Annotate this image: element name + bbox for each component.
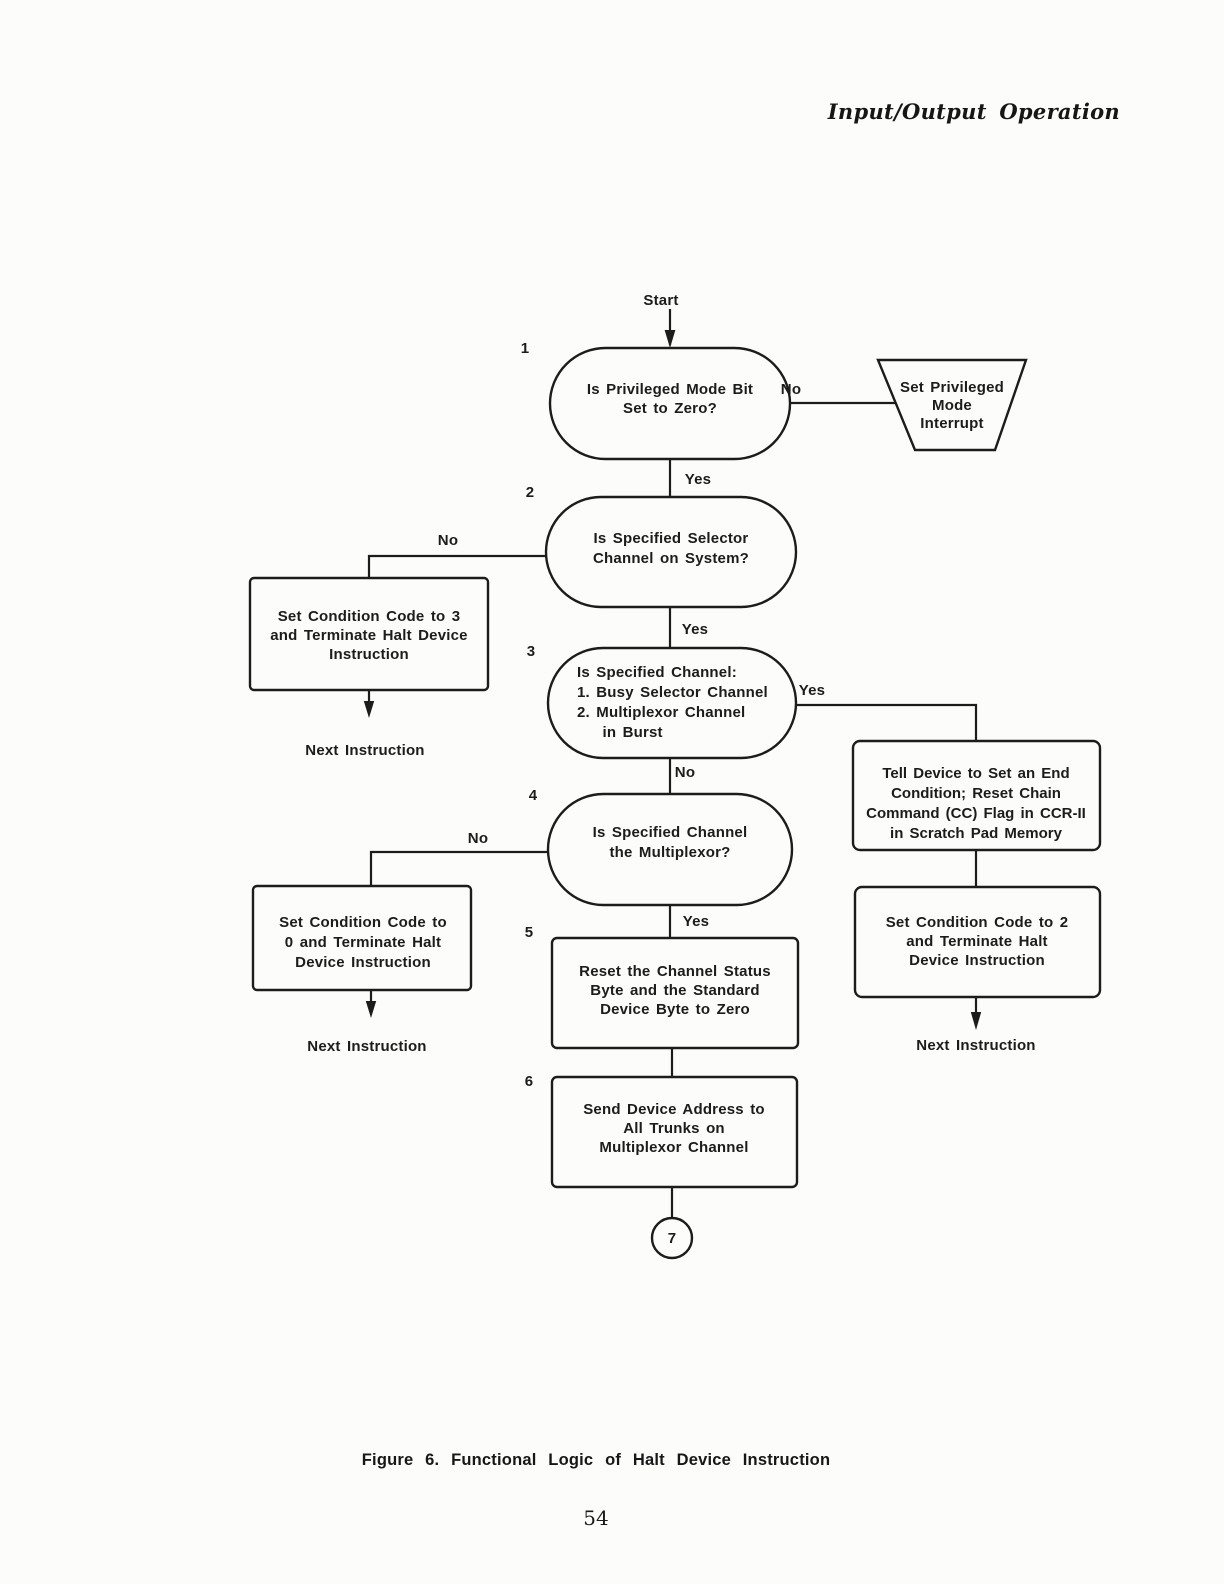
edge-3-no-label: No	[674, 764, 696, 781]
step-1-number: 1	[520, 340, 530, 357]
decision-4-shape	[546, 792, 794, 907]
decision-1-label: Is Privileged Mode Bit Set to Zero?	[586, 381, 754, 417]
edge-3-yes-label: Yes	[798, 682, 826, 699]
arrowhead-cc2	[970, 1012, 982, 1030]
set-cc3-box	[248, 576, 490, 692]
set-cc3-label: Set Condition Code to 3 and Terminate Ha…	[270, 608, 468, 663]
decision-2-shape	[544, 495, 798, 609]
edge-3-yes	[795, 703, 978, 742]
edge-1-yes-label: Yes	[684, 471, 712, 488]
edge-2-no	[367, 554, 547, 579]
process-5-shape	[550, 936, 800, 1050]
next-instruction-right: Next Instruction	[916, 1037, 1036, 1054]
tell-device-label: Tell Device to Set an End Condition; Res…	[866, 765, 1086, 842]
page-number: 54	[583, 1506, 609, 1530]
decision-3-shape	[546, 646, 798, 760]
arrowhead-cc3	[363, 701, 375, 718]
set-cc0-box	[251, 884, 473, 992]
step-6-number: 6	[524, 1073, 534, 1090]
step-2-number: 2	[525, 484, 535, 501]
edge-4-no	[369, 850, 549, 887]
step-5-number: 5	[524, 924, 534, 941]
privileged-interrupt-label: Set Privileged Mode Interrupt	[899, 379, 1004, 432]
tell-device-box	[851, 739, 1102, 852]
arrowhead-start	[664, 330, 676, 348]
next-instruction-left-1: Next Instruction	[305, 742, 425, 759]
edge-1-no-label: No	[780, 381, 802, 398]
start-label: Start	[643, 292, 679, 309]
offpage-connector-7-label: 7	[667, 1230, 677, 1247]
decision-1-shape	[548, 346, 792, 461]
set-cc2-label: Set Condition Code to 2 and Terminate Ha…	[885, 914, 1069, 969]
step-3-number: 3	[526, 643, 536, 660]
process-5-label: Reset the Channel Status Byte and the St…	[579, 963, 771, 1018]
edge-2-no-label: No	[437, 532, 459, 549]
arrowhead-cc0	[365, 1001, 377, 1018]
edge-2-yes-label: Yes	[681, 621, 709, 638]
figure-caption: Figure 6. Functional Logic of Halt Devic…	[361, 1451, 831, 1469]
set-cc0-label: Set Condition Code to 0 and Terminate Ha…	[279, 914, 447, 971]
running-head: Input/Output Operation	[827, 99, 1120, 124]
decision-4-label: Is Specified Channel the Multiplexor?	[592, 824, 748, 861]
decision-3-label: Is Specified Channel: 1. Busy Selector C…	[577, 664, 768, 741]
privileged-interrupt-trapezoid	[876, 358, 1028, 452]
step-4-number: 4	[528, 787, 538, 804]
edge-4-yes-label: Yes	[682, 913, 710, 930]
next-instruction-left-2: Next Instruction	[307, 1038, 427, 1055]
edge-4-no-label: No	[467, 830, 489, 847]
process-6-label: Send Device Address to All Trunks on Mul…	[583, 1101, 765, 1156]
set-cc2-box	[853, 885, 1102, 999]
decision-2-label: Is Specified Selector Channel on System?	[593, 530, 749, 567]
process-6-shape	[550, 1075, 799, 1189]
offpage-connector-7	[650, 1216, 694, 1260]
